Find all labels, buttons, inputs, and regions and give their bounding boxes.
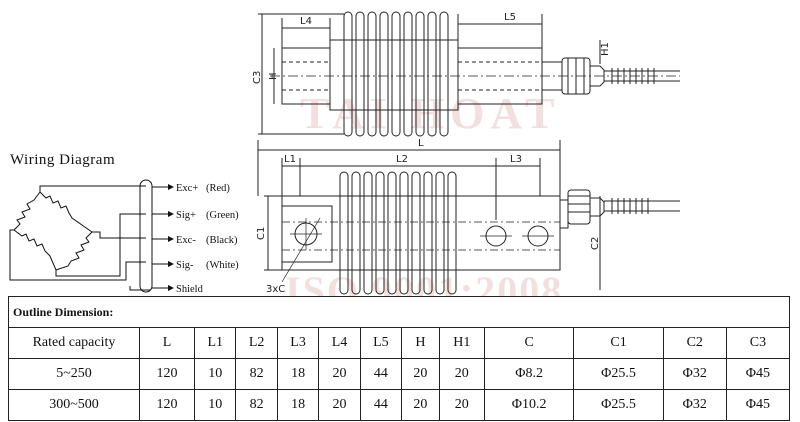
- resistor-bottom-right: [55, 231, 93, 271]
- table-cell: 300~500: [8, 389, 140, 421]
- table-cell: 44: [359, 358, 403, 390]
- table-cell: Φ45: [725, 358, 791, 390]
- table-cell: 20: [401, 389, 440, 421]
- table-cell: 20: [401, 358, 440, 390]
- header-cell: L2: [235, 327, 278, 359]
- dim-c1-side: C1: [256, 227, 267, 240]
- dim-l3-side: L3: [510, 154, 522, 165]
- dim-h-top: H: [268, 72, 279, 80]
- table-cell: 44: [359, 389, 403, 421]
- table-title: Outline Dimension:: [8, 296, 790, 328]
- table-cell: 20: [438, 358, 485, 390]
- table-cell: Φ8.2: [483, 358, 575, 390]
- dim-l2-side: L2: [396, 154, 408, 165]
- lead-sig-minus-signal: Sig-: [176, 260, 194, 271]
- top-view: [258, 11, 680, 137]
- table-cell: Φ25.5: [573, 358, 664, 390]
- dim-c3-top: C3: [252, 71, 263, 84]
- table-cell: 18: [276, 358, 320, 390]
- dim-l4-top: L4: [300, 16, 312, 27]
- table-cell: 10: [194, 389, 237, 421]
- header-cell: L3: [276, 327, 320, 359]
- table-cell: Φ25.5: [573, 389, 664, 421]
- table-row: 5~250 120 10 82 18 20 44 20 20 Φ8.2 Φ25.…: [8, 358, 791, 390]
- dim-hole-side: 3xC: [266, 284, 285, 295]
- wiring-diagram-title: Wiring Diagram: [10, 152, 116, 168]
- header-cell: L4: [318, 327, 361, 359]
- outline-dimension-table: Outline Dimension: Rated capacity L L1 L…: [8, 296, 791, 421]
- header-cell: L1: [194, 327, 237, 359]
- header-cell: C2: [662, 327, 727, 359]
- table-row: 300~500 120 10 82 18 20 44 20 20 Φ10.2 Φ…: [8, 389, 791, 421]
- lead-sig-plus-signal: Sig+: [176, 210, 196, 221]
- header-cell: C1: [573, 327, 664, 359]
- lead-exc-minus-color: (Black): [206, 235, 238, 246]
- header-cell: H1: [438, 327, 485, 359]
- table-cell: Φ32: [662, 358, 727, 390]
- table-title-row: Outline Dimension:: [8, 296, 790, 328]
- table-cell: 10: [194, 358, 237, 390]
- table-cell: Φ32: [662, 389, 727, 421]
- table-cell: 20: [318, 358, 361, 390]
- header-cell: H: [401, 327, 440, 359]
- top-bellows: [343, 11, 449, 137]
- watermark-bottom: ISO 9001:2008: [285, 268, 563, 296]
- table-cell: 20: [318, 389, 361, 421]
- header-cell: L5: [359, 327, 403, 359]
- lead-exc-plus-color: (Red): [206, 183, 230, 194]
- header-cell: L: [138, 327, 196, 359]
- wiring-schematic: [9, 179, 168, 293]
- table-cell: 120: [138, 358, 196, 390]
- table-header-row: Rated capacity L L1 L2 L3 L4 L5 H H1 C C…: [8, 327, 791, 359]
- side-bellows: [339, 171, 457, 295]
- lead-sig-plus-color: (Green): [206, 210, 239, 221]
- resistor-bottom-left: [13, 229, 57, 271]
- table-cell: 5~250: [8, 358, 140, 390]
- lead-exc-minus-signal: Exc-: [176, 235, 196, 246]
- resistor-top-right: [39, 191, 93, 233]
- table-cell: 120: [138, 389, 196, 421]
- load-cell-drawing: TAI HOAT ISO 9001:2008: [9, 11, 680, 296]
- lead-sig-minus-color: (White): [206, 260, 239, 271]
- dim-l5-top: L5: [504, 12, 516, 23]
- table-cell: 82: [235, 389, 278, 421]
- header-cell: C: [483, 327, 575, 359]
- dim-l-side: L: [418, 138, 424, 149]
- lead-arrows: [168, 184, 174, 291]
- dim-h1-top: H1: [600, 42, 611, 56]
- watermark-top: TAI HOAT: [300, 89, 560, 138]
- lead-exc-plus-signal: Exc+: [176, 183, 198, 194]
- table-cell: 18: [276, 389, 320, 421]
- header-cell: C3: [725, 327, 791, 359]
- table-cell: Φ10.2: [483, 389, 575, 421]
- table-cell: Φ45: [725, 389, 791, 421]
- dim-l1-side: L1: [284, 154, 296, 165]
- dim-c2-side: C2: [590, 237, 601, 250]
- side-view: [257, 140, 680, 295]
- table-cell: 82: [235, 358, 278, 390]
- resistor-top-left: [13, 191, 41, 231]
- table-cell: 20: [438, 389, 485, 421]
- header-cell: Rated capacity: [8, 327, 140, 359]
- lead-shield-signal: Shield: [176, 284, 204, 295]
